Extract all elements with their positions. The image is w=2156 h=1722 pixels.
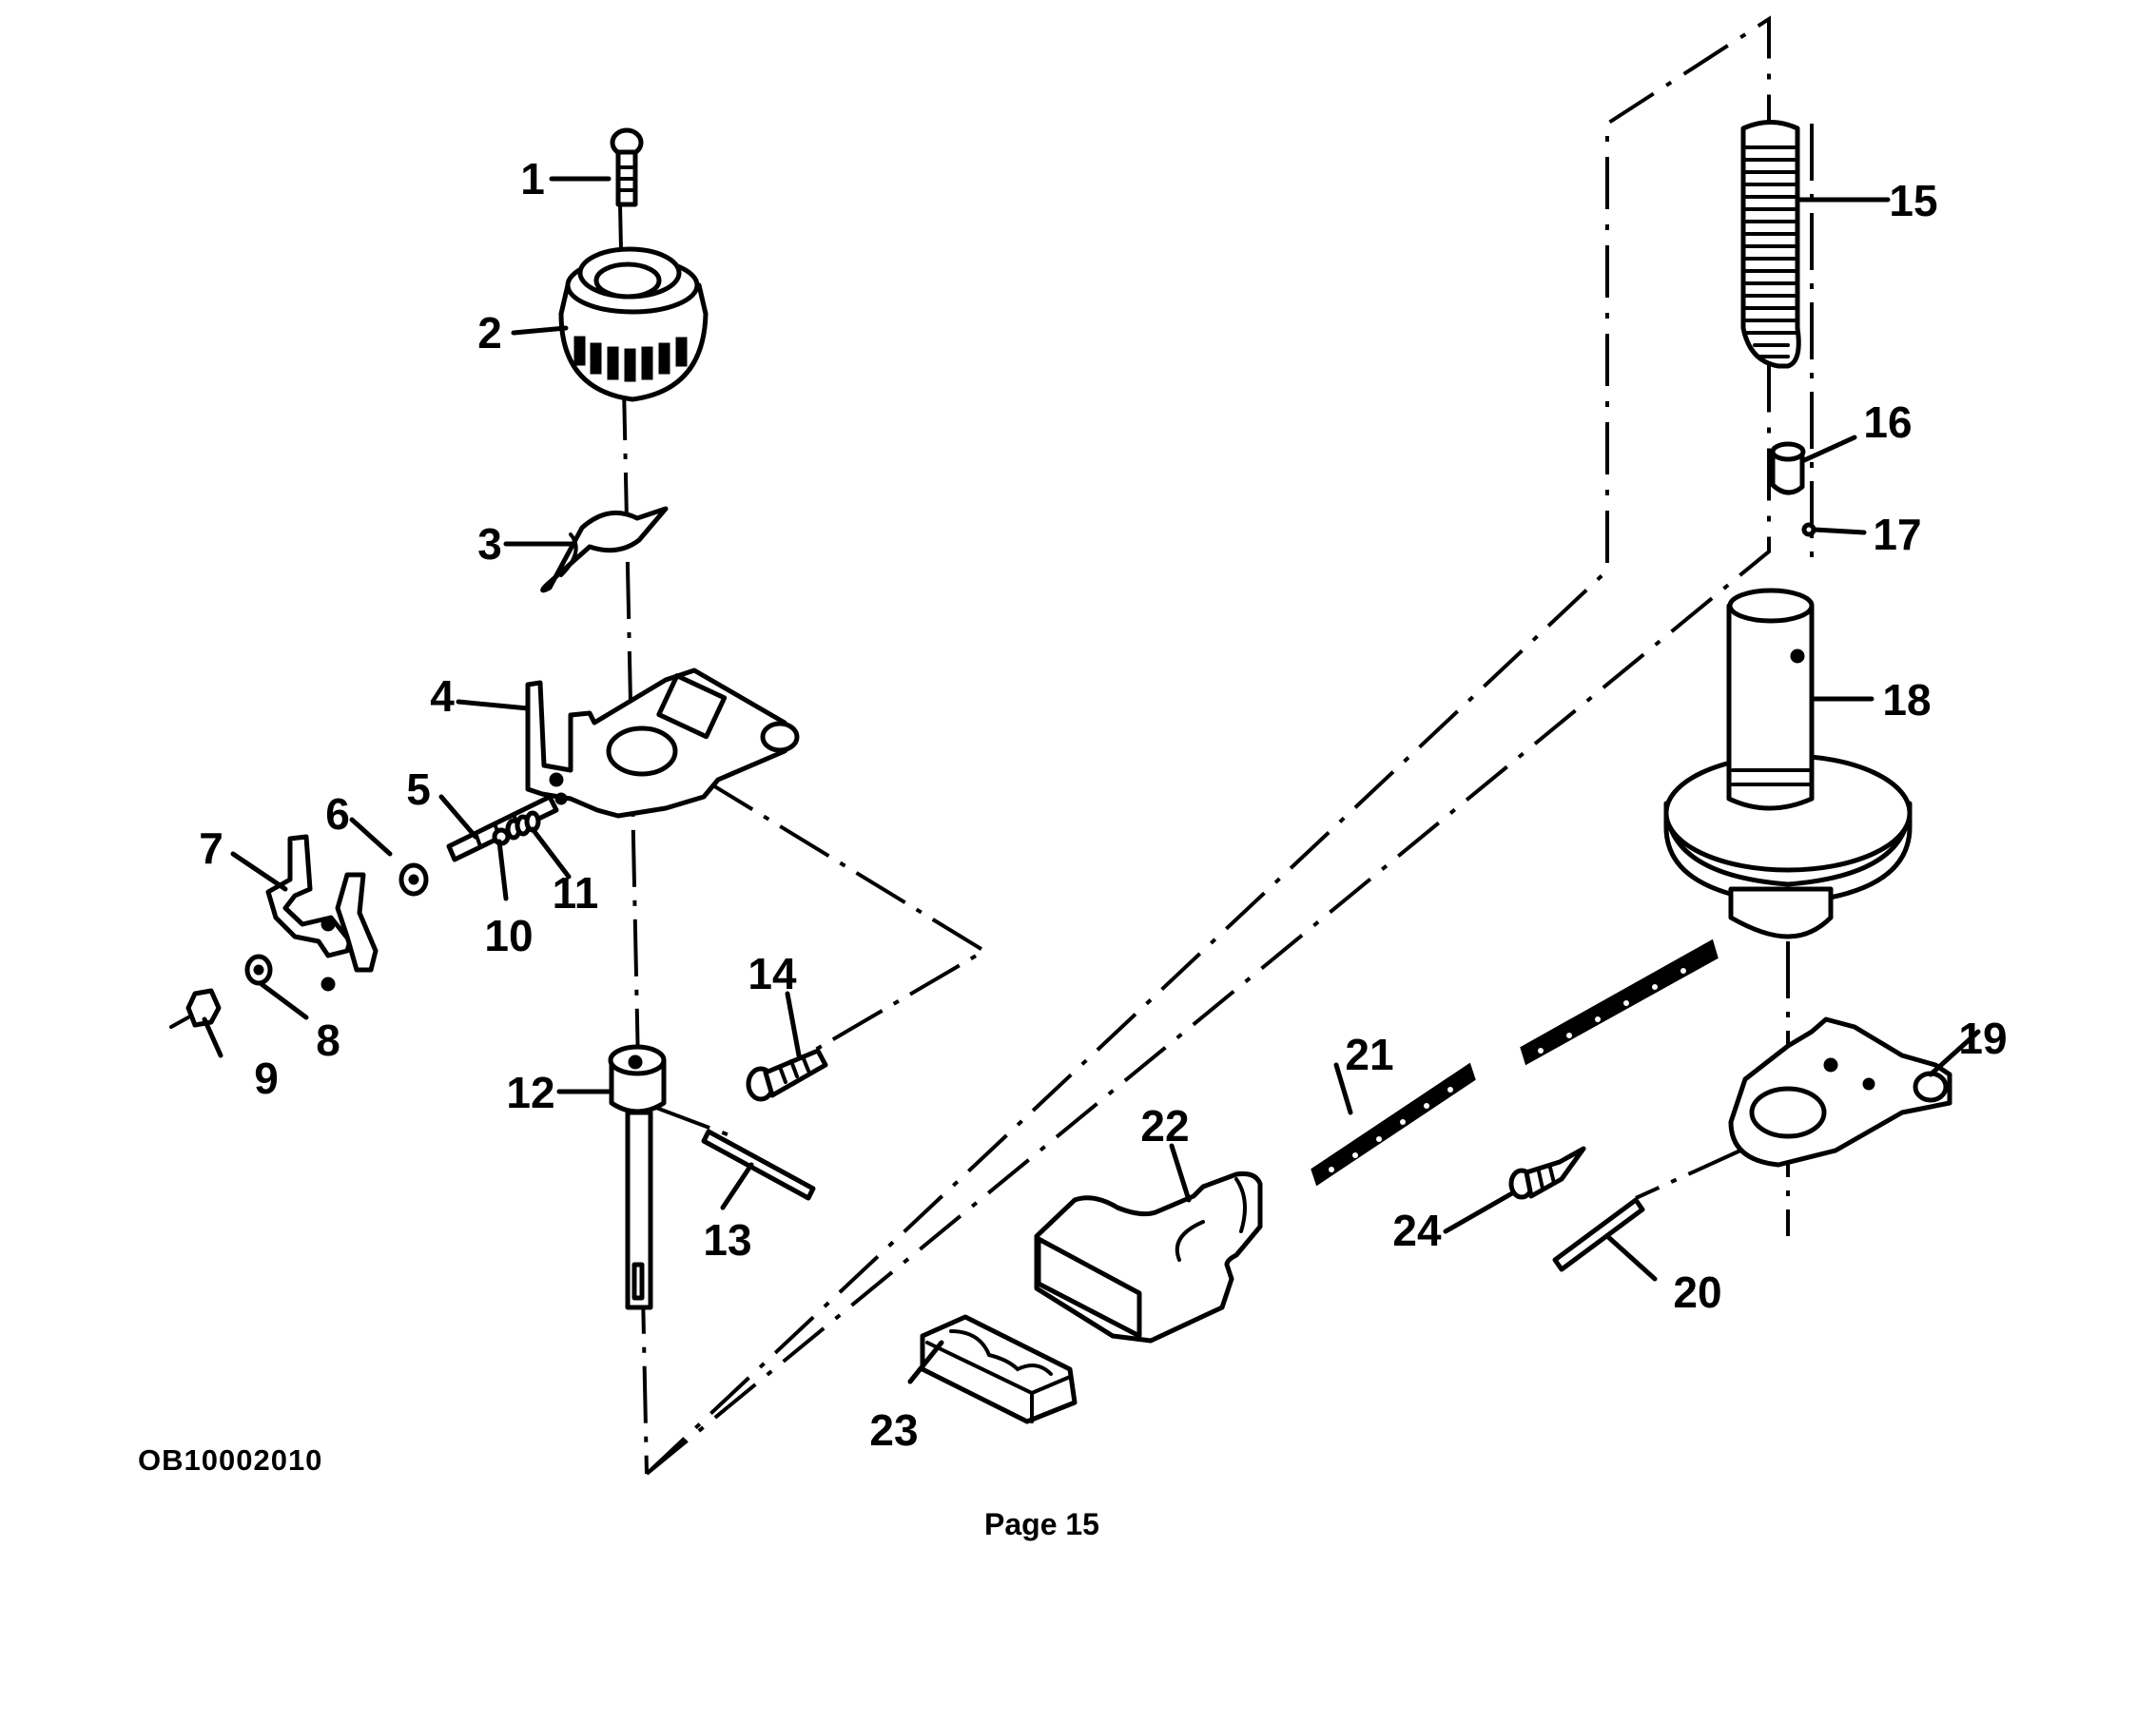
- part-13-pin[interactable]: [701, 1129, 816, 1201]
- part-8-washer[interactable]: [244, 954, 273, 986]
- part-2-pulley-gear[interactable]: [558, 246, 709, 402]
- part-6-washer[interactable]: [398, 862, 429, 897]
- part-16-collar[interactable]: [1770, 441, 1806, 495]
- callout-1: 1: [520, 154, 545, 203]
- part-1-screw[interactable]: [610, 127, 644, 207]
- page-number: Page 15: [984, 1507, 1099, 1541]
- part-14-bolt[interactable]: [746, 1048, 828, 1102]
- part-18-rope-pulley[interactable]: [1663, 588, 1913, 939]
- callout-21: 21: [1345, 1030, 1393, 1079]
- part-7-pawl-plate[interactable]: [265, 834, 379, 992]
- callout-11: 11: [553, 868, 599, 918]
- callout-15: 15: [1889, 176, 1937, 225]
- part-4-bracket[interactable]: [525, 668, 800, 819]
- callout-23: 23: [869, 1405, 918, 1455]
- callout-7: 7: [199, 823, 223, 873]
- gear-teeth: [573, 336, 688, 382]
- part-20-pin[interactable]: [1552, 1197, 1645, 1272]
- callout-19: 19: [1958, 1014, 2007, 1063]
- callout-2: 2: [477, 308, 502, 358]
- part-22-starter-handle[interactable]: [1034, 1171, 1263, 1344]
- callout-13: 13: [703, 1215, 751, 1265]
- callout-12: 12: [506, 1068, 554, 1117]
- callout-22: 22: [1140, 1101, 1189, 1151]
- callout-14: 14: [748, 949, 797, 998]
- part-24-screw[interactable]: [1508, 1146, 1586, 1200]
- pin-axis-13: [655, 1106, 733, 1138]
- leader-lines: [202, 176, 1981, 1384]
- callout-6: 6: [325, 789, 350, 839]
- callout-labels: 1 2 3 4 5 6 7 8 9 10 11 12 13 14 15 16 1…: [199, 154, 2007, 1455]
- callout-24: 24: [1392, 1206, 1442, 1255]
- callout-5: 5: [406, 764, 431, 814]
- frame-phantom-line: [645, 15, 1771, 1476]
- pin-axis-20: [1635, 1149, 1741, 1200]
- part-23-handle-insert[interactable]: [920, 1314, 1078, 1424]
- coil-lines: [1744, 145, 1797, 358]
- callout-3: 3: [477, 519, 502, 569]
- part-12-pivot-shaft[interactable]: [608, 1044, 667, 1310]
- callout-10: 10: [484, 911, 533, 960]
- rope-strand-dots: [1329, 968, 1686, 1172]
- bolt-phantom-line: [702, 778, 988, 1067]
- callout-18: 18: [1882, 675, 1931, 725]
- part-21-starter-rope[interactable]: [1311, 938, 1719, 1187]
- figure-code: OB10002010: [138, 1443, 323, 1477]
- callout-9: 9: [254, 1054, 279, 1103]
- part-15-spring-cover[interactable]: [1740, 120, 1801, 369]
- part-19-lower-bracket[interactable]: [1728, 1016, 1952, 1168]
- callout-20: 20: [1673, 1267, 1721, 1317]
- callout-16: 16: [1863, 397, 1912, 447]
- part-3-spring-clip[interactable]: [540, 506, 669, 593]
- callout-17: 17: [1873, 510, 1921, 559]
- callout-8: 8: [316, 1016, 340, 1065]
- callout-4: 4: [430, 671, 455, 721]
- part-9-nut[interactable]: [169, 988, 222, 1029]
